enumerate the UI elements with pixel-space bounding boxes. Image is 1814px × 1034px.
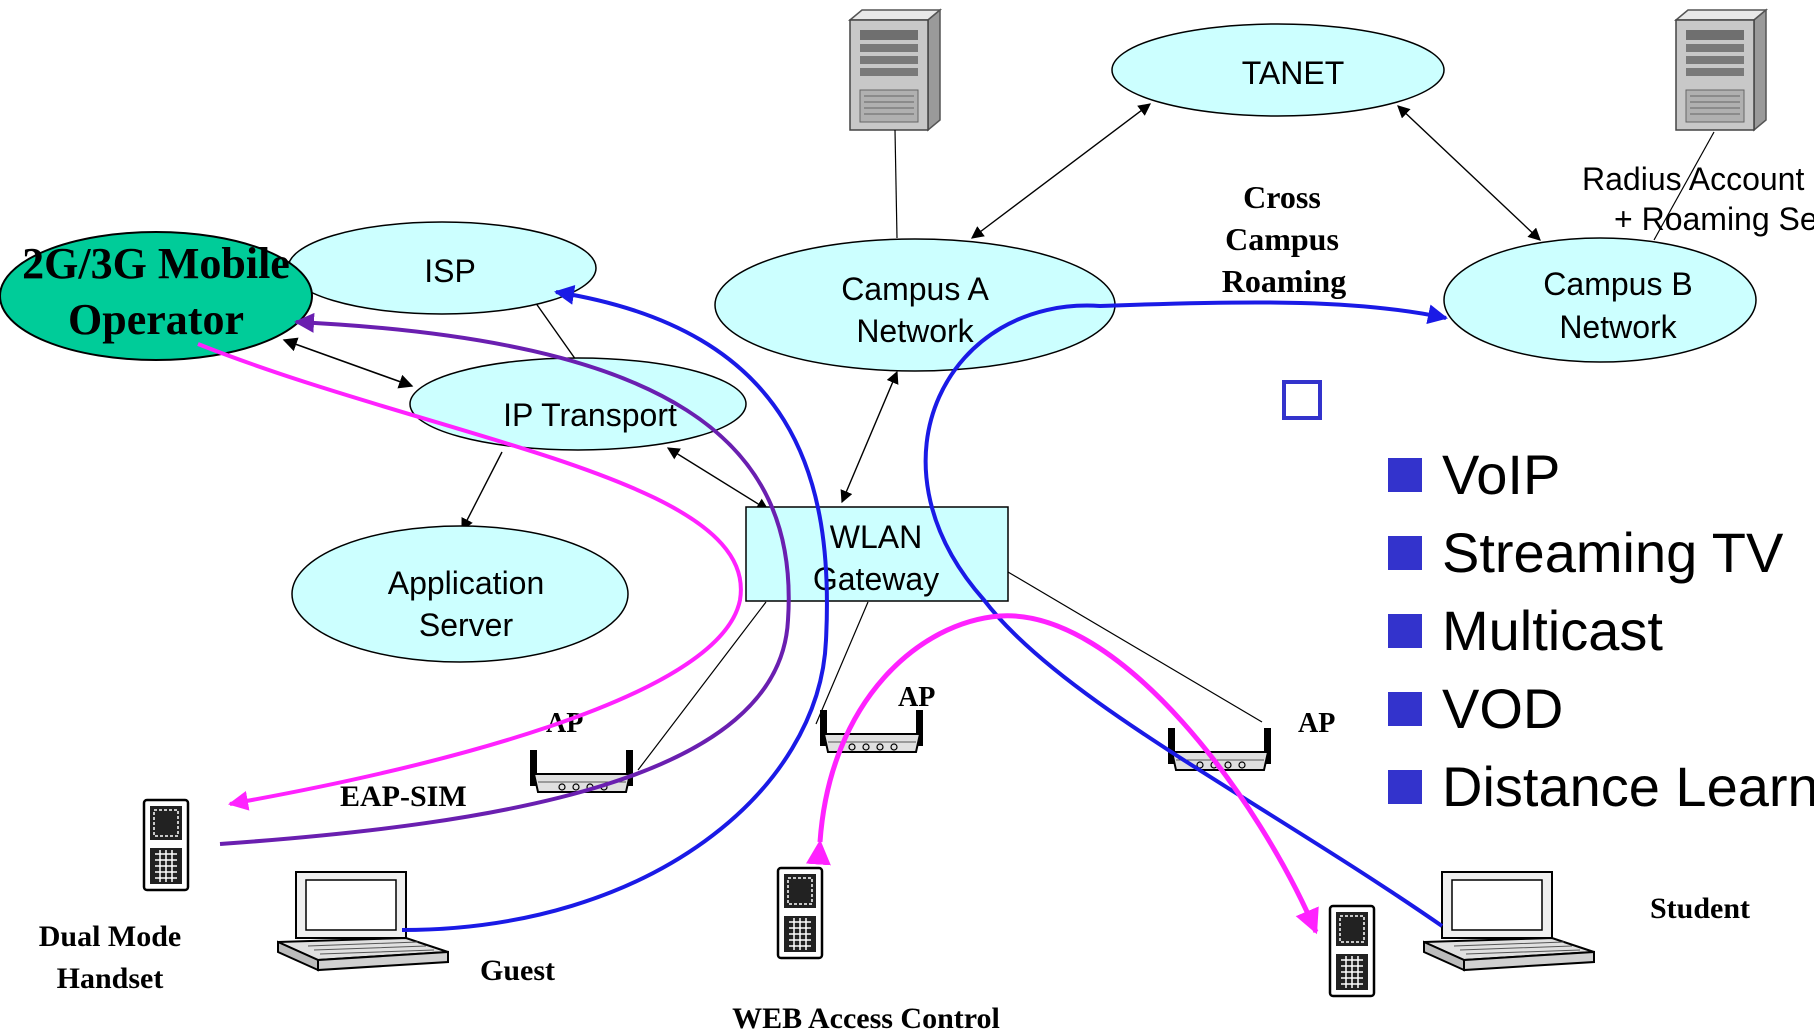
- dual-mode-label-2: Handset: [57, 962, 164, 995]
- service-bullet-icon: [1388, 614, 1422, 648]
- cross-campus-label-1: Cross: [1243, 179, 1321, 215]
- ip-transport-node: [409, 357, 747, 451]
- campus-a-wlan-link: [840, 370, 899, 504]
- dual-mode-handset-icon: [142, 798, 190, 892]
- wlan-gateway-label-2: Gateway: [813, 561, 939, 597]
- guest-label: Guest: [480, 954, 555, 987]
- application-server-label-2: Server: [419, 607, 514, 643]
- service-item-vod: VOD: [1442, 677, 1563, 740]
- wlan-ap1-link: [637, 601, 767, 771]
- radius-server-icon: [1675, 9, 1767, 131]
- tanet-campus-b-link: [1397, 105, 1541, 241]
- tanet-campus-a-link: [970, 103, 1152, 239]
- transport-appserver-link: [461, 451, 503, 532]
- web-access-handset-icon: [776, 866, 824, 960]
- cross-campus-label-2: Campus: [1225, 221, 1339, 257]
- campus-a-label-1: Campus A: [841, 271, 989, 307]
- student-handset-icon: [1328, 904, 1376, 998]
- service-item-distance-learning: Distance Learn: [1442, 755, 1814, 818]
- service-bullet-icon: [1388, 458, 1422, 492]
- ap-2-label: AP: [898, 682, 935, 713]
- wlan-ap2-link: [815, 601, 869, 725]
- cross-campus-roaming-path: [923, 300, 1448, 928]
- operator-transport-link: [282, 337, 414, 389]
- cross-campus-label-3: Roaming: [1222, 263, 1346, 299]
- service-bullet-icon: [1388, 692, 1422, 726]
- access-point-1-icon: [529, 749, 634, 793]
- service-bullet-icon: [1388, 536, 1422, 570]
- service-item-multicast: Multicast: [1442, 599, 1663, 662]
- transport-wlan-link: [666, 447, 770, 511]
- service-bullet-icon: [1388, 770, 1422, 804]
- mobile-operator-node: [0, 231, 313, 361]
- web-access-path: [805, 613, 1319, 935]
- campus-a-server-icon: [849, 9, 941, 131]
- hollow-square-bullet: [1282, 380, 1322, 420]
- tanet-label: TANET: [1242, 55, 1345, 91]
- campus-b-label-2: Network: [1559, 309, 1677, 345]
- guest-isp-path: [401, 284, 829, 932]
- ap-1-label: AP: [546, 708, 583, 739]
- mobile-operator-label-2: Operator: [68, 295, 244, 344]
- eap-sim-label: EAP-SIM: [340, 780, 467, 813]
- campus-a-label-2: Network: [856, 313, 974, 349]
- ip-transport-label: IP Transport: [503, 397, 677, 433]
- service-item-streaming-tv: Streaming TV: [1442, 521, 1784, 584]
- ap-3-label: AP: [1298, 708, 1335, 739]
- radius-server-label-2: + Roaming Serv: [1614, 201, 1814, 237]
- isp-label: ISP: [424, 253, 476, 289]
- application-server-node: [291, 525, 629, 663]
- student-laptop-icon: [1423, 871, 1595, 971]
- student-label: Student: [1650, 892, 1750, 925]
- tanet-node: [1111, 23, 1445, 117]
- services-list: VoIP Streaming TV Multicast VOD Distance…: [1388, 443, 1814, 818]
- radius-server-label-1: Radius Account Se: [1582, 161, 1814, 197]
- wlan-gateway-label-1: WLAN: [830, 519, 922, 555]
- wlan-ap3-link: [1007, 571, 1263, 723]
- web-access-control-label: WEB Access Control: [732, 1002, 1000, 1034]
- access-point-2-icon: [819, 709, 924, 753]
- operator-handset-path: [197, 342, 743, 811]
- campus-b-label-1: Campus B: [1543, 266, 1692, 302]
- application-server-label-1: Application: [388, 565, 545, 601]
- campus-a-server-link: [894, 129, 898, 239]
- service-item-voip: VoIP: [1442, 443, 1560, 506]
- mobile-operator-label-1: 2G/3G Mobile: [22, 239, 290, 288]
- handset-operator-path: [219, 312, 791, 846]
- dual-mode-label-1: Dual Mode: [39, 920, 182, 953]
- radius-server-link: [1653, 131, 1715, 241]
- guest-laptop-icon: [277, 871, 449, 971]
- campus-b-node: [1443, 237, 1757, 363]
